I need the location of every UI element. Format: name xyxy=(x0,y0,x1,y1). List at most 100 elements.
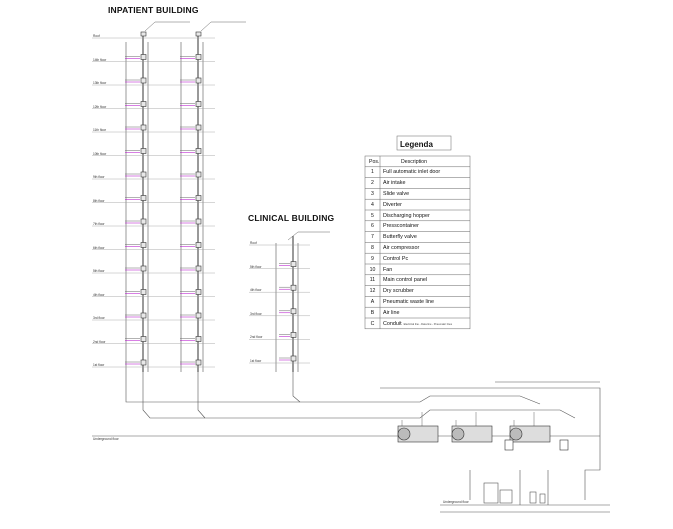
inlet-door xyxy=(140,54,147,60)
legend-item: Presscontainer xyxy=(383,223,419,229)
legend-item: Pneumatic waste line xyxy=(383,299,434,305)
legend-item-pos: 6 xyxy=(371,223,374,230)
inlet-door xyxy=(140,171,147,178)
floor-label: 2nd floor xyxy=(250,335,263,340)
floor-label: 14th floor xyxy=(93,57,107,62)
legend-header-pos: Pos. xyxy=(369,159,380,165)
legend-item-description: Air line xyxy=(383,309,400,316)
fan-unit xyxy=(504,439,514,451)
legend-item-pos: B xyxy=(370,309,375,316)
inlet-door xyxy=(140,77,147,84)
floor-label: 2nd floor xyxy=(93,339,106,344)
inlet-door xyxy=(140,359,147,366)
legend-item: Control Pc xyxy=(383,256,408,262)
legend-item-pos: 7 xyxy=(371,234,374,241)
floor-label: 4th floor xyxy=(250,288,262,293)
legend-header-description: Description xyxy=(401,159,427,165)
inlet-door xyxy=(195,124,202,131)
inlet-door xyxy=(195,359,202,366)
discharging-hopper xyxy=(451,427,465,441)
inlet-door xyxy=(195,195,202,201)
inlet-door xyxy=(195,218,202,225)
floor-label: 10th floor xyxy=(93,151,107,156)
legend-item-description: Full automatic inlet door xyxy=(383,169,441,176)
floor-label: 3rd floor xyxy=(250,311,262,316)
legend-item-description: Conduit xyxy=(383,320,402,327)
fan-unit xyxy=(559,439,569,451)
legend-item-pos: 3 xyxy=(371,190,374,197)
legend-item-pos: 9 xyxy=(371,255,374,262)
legend-item-description: Pneumatic waste line xyxy=(383,298,434,305)
inpatient-building-title: INPATIENT BUILDING xyxy=(108,5,199,15)
inlet-door xyxy=(290,332,297,338)
inlet-door xyxy=(140,218,147,225)
inlet-door xyxy=(195,77,202,84)
legend-item-pos: 5 xyxy=(371,212,374,219)
legend-item: Full automatic inlet door xyxy=(383,169,440,175)
floor-label: 9th floor xyxy=(93,175,105,179)
floor-label: 4th floor xyxy=(93,292,105,297)
inlet-door xyxy=(195,54,202,60)
legend-title: Legenda xyxy=(400,140,433,149)
legend-item: Slide valve xyxy=(383,191,409,197)
inlet-door xyxy=(140,148,147,154)
inlet-door xyxy=(195,265,202,272)
legend-item: Air compressor xyxy=(383,245,419,251)
legend-item: Air intake xyxy=(383,180,405,186)
floor-label: 6th floor xyxy=(93,245,105,250)
underground-floor-label: Underground floor xyxy=(443,500,469,504)
discharging-hopper xyxy=(397,427,411,441)
inlet-door xyxy=(195,289,202,295)
inlet-door xyxy=(140,336,147,342)
roof-vent xyxy=(195,31,202,37)
floor-label: 1st floor xyxy=(250,359,262,363)
legend-item-pos: 4 xyxy=(371,201,374,208)
floor-label: 1st floor xyxy=(93,363,105,367)
legend-item: Air line xyxy=(383,310,399,316)
legend-title-box xyxy=(396,135,452,151)
legend-item-description: Air compressor xyxy=(383,244,420,251)
inlet-door xyxy=(290,261,297,267)
inlet-door xyxy=(195,101,202,107)
floor-label: 11th floor xyxy=(93,128,107,132)
legend-item-description: Dry scrubber xyxy=(383,288,414,295)
legend-item-description: Diverter xyxy=(383,201,402,208)
legend-item-pos: C xyxy=(370,320,375,327)
inlet-door xyxy=(140,101,147,107)
roof-callout xyxy=(200,21,246,32)
inlet-door xyxy=(140,289,147,295)
legend-item-description: Presscontainer xyxy=(383,223,419,230)
floor-label: 8th floor xyxy=(93,198,105,203)
legend-item: Fan xyxy=(383,267,392,273)
inlet-door xyxy=(290,308,297,315)
legend-item-pos: 12 xyxy=(369,288,376,295)
inlet-door xyxy=(195,336,202,342)
inlet-door xyxy=(195,171,202,178)
inlet-door xyxy=(195,242,202,248)
legend-item: Butterfly valve xyxy=(383,234,417,240)
legend-item-description: Discharging hopper xyxy=(383,212,430,219)
floor-label: Roof xyxy=(250,241,257,245)
legend-item-pos: 2 xyxy=(371,180,374,187)
underground-floor-label: Underground floor xyxy=(93,437,119,441)
legend-item-description: Slide valve xyxy=(383,190,410,197)
legend-item: Discharging hopper xyxy=(383,213,430,219)
legend-item-pos: 8 xyxy=(371,244,374,251)
legend-item: Main control panel xyxy=(383,277,427,283)
legend-item-note: Electrical line - Data line - Pneumatic … xyxy=(403,322,453,326)
inlet-door xyxy=(195,312,202,319)
inlet-door xyxy=(140,242,147,248)
legend-item-description: Main control panel xyxy=(383,277,428,284)
inlet-door xyxy=(140,312,147,319)
inlet-door xyxy=(195,148,202,154)
inlet-door xyxy=(290,284,297,291)
discharging-hopper xyxy=(509,427,523,441)
legend-item-description: Control Pc xyxy=(383,255,409,262)
floor-label: 12th floor xyxy=(93,104,107,109)
floor-label: Roof xyxy=(93,34,100,38)
floor-label: 3rd floor xyxy=(93,316,105,320)
floor-label: 5th floor xyxy=(250,264,262,269)
inlet-door xyxy=(140,195,147,201)
floor-label: 7th floor xyxy=(93,222,105,226)
